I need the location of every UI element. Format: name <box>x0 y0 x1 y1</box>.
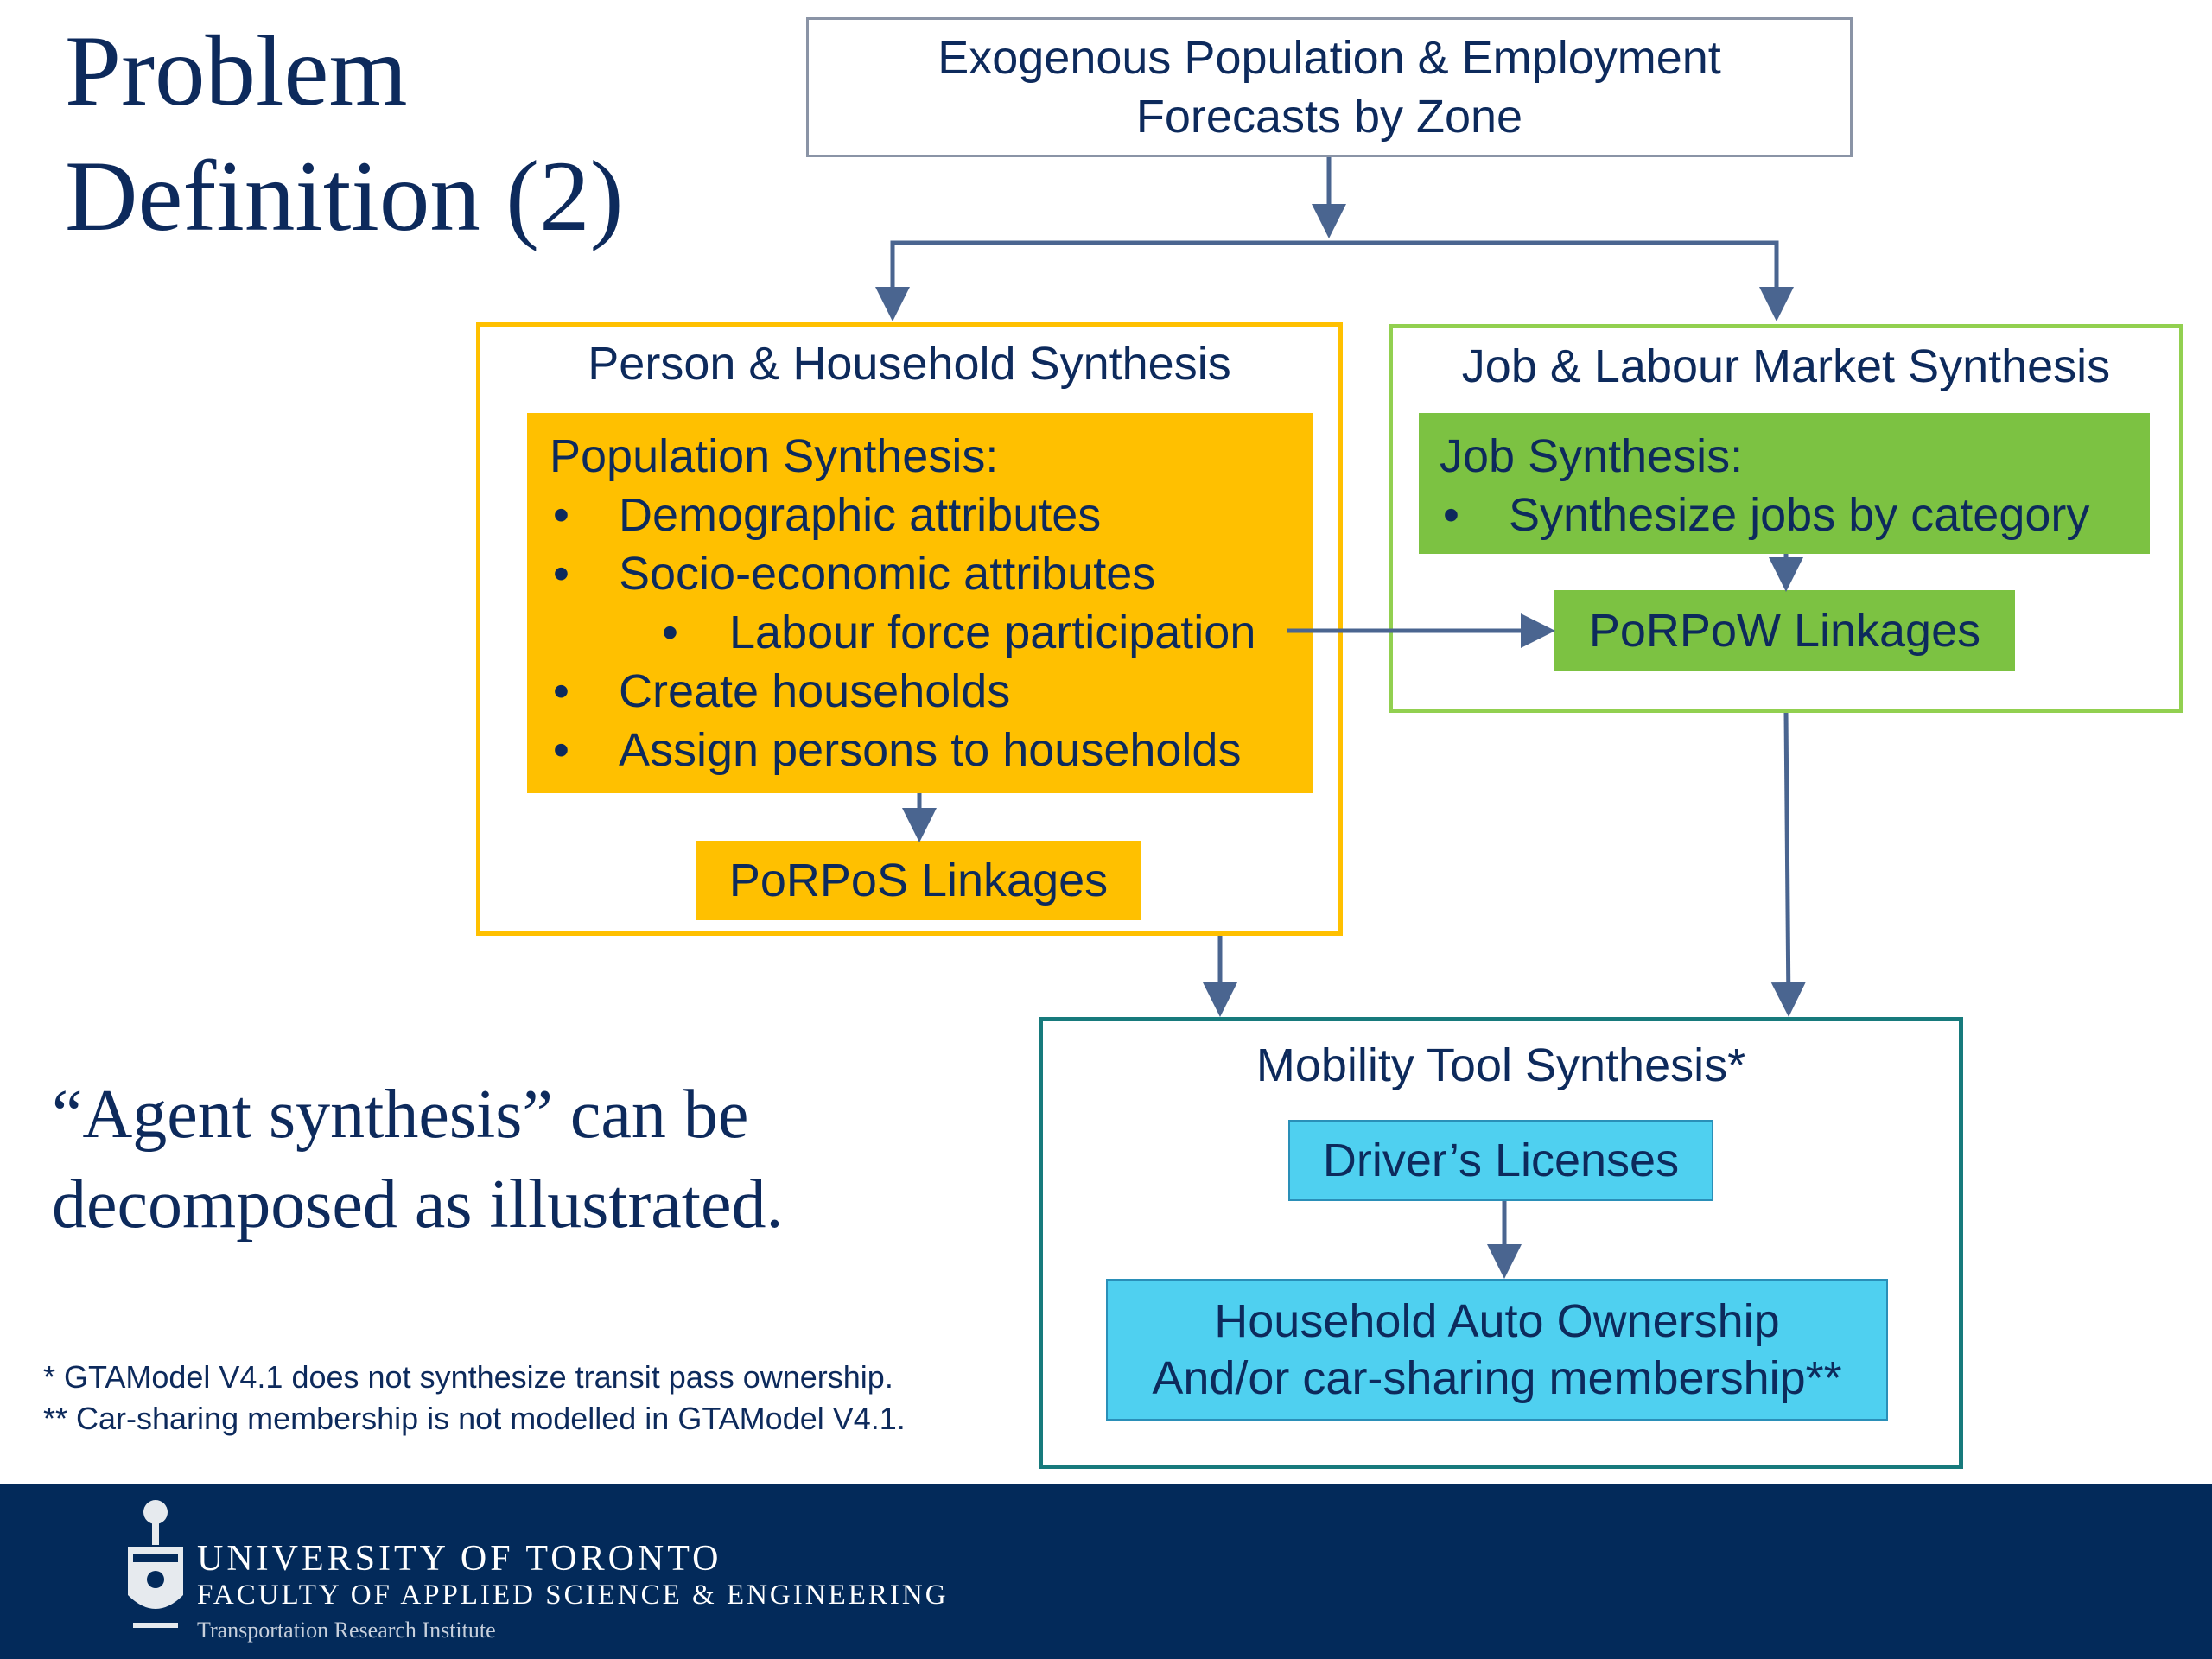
slide-title: Problem Definition (2) <box>65 9 773 259</box>
forecast-box: Exogenous Population & Employment Foreca… <box>806 17 1853 157</box>
bullet: • <box>553 489 569 541</box>
bullet: • <box>553 665 569 717</box>
footnote-1: * GTAModel V4.1 does not synthesize tran… <box>43 1359 893 1395</box>
list-item-text: Assign persons to households <box>619 724 1242 776</box>
footer-institute-name: Transportation Research Institute <box>197 1618 496 1643</box>
university-crest-icon <box>128 1500 183 1628</box>
population-synthesis-box: Population Synthesis: • Demographic attr… <box>527 413 1313 793</box>
arrow-job-mobility <box>1770 712 1806 1017</box>
forecast-line2: Forecasts by Zone <box>1135 91 1523 143</box>
agent-note-line2: decomposed as illustrated. <box>52 1166 784 1243</box>
forecast-line1: Exogenous Population & Employment <box>938 32 1721 84</box>
bullet: • <box>662 607 678 658</box>
footer-faculty-name: FACULTY OF APPLIED SCIENCE & ENGINEERING <box>197 1580 949 1611</box>
list-item: • Demographic attributes <box>550 486 1313 544</box>
agent-synthesis-note: “Agent synthesis” can be decomposed as i… <box>52 1070 1020 1249</box>
job-synthesis-heading: Job Synthesis: <box>1440 430 1744 482</box>
list-item-text: Labour force participation <box>729 607 1256 658</box>
porpow-linkages-box: PoRPoW Linkages <box>1554 590 2015 671</box>
mobility-tool-title: Mobility Tool Synthesis* <box>1255 1039 1746 1091</box>
bullet: • <box>553 724 569 776</box>
auto-ownership-box: Household Auto Ownership And/or car-shar… <box>1106 1279 1888 1421</box>
list-item-text: Demographic attributes <box>619 489 1102 541</box>
list-item: • Socio-economic attributes <box>550 544 1313 603</box>
job-labour-title: Job & Labour Market Synthesis <box>1461 340 2111 392</box>
population-synthesis-heading: Population Synthesis: <box>550 430 999 482</box>
porpos-linkages-box: PoRPoS Linkages <box>696 841 1141 920</box>
list-item: • Synthesize jobs by category <box>1440 486 2150 544</box>
list-item: • Assign persons to households <box>550 721 1313 779</box>
footer-bar <box>0 1484 2212 1659</box>
auto-ownership-line2: And/or car-sharing membership** <box>1152 1352 1842 1404</box>
list-item-text: Socio-economic attributes <box>619 548 1156 600</box>
list-item-text: Synthesize jobs by category <box>1509 489 2090 541</box>
list-item: • Create households <box>550 662 1313 721</box>
bullet: • <box>1443 489 1459 541</box>
footer-university-name: UNIVERSITY OF TORONTO <box>197 1539 722 1579</box>
bullet: • <box>553 548 569 600</box>
auto-ownership-line1: Household Auto Ownership <box>1214 1295 1780 1347</box>
agent-note-line1: “Agent synthesis” can be <box>52 1077 749 1153</box>
footnotes: * GTAModel V4.1 does not synthesize tran… <box>43 1357 1037 1440</box>
slide-title-line2: Definition (2) <box>65 141 624 252</box>
slide-title-line1: Problem <box>65 16 408 127</box>
list-item-sub: • Labour force participation <box>550 603 1313 662</box>
drivers-licenses-box: Driver’s Licenses <box>1288 1120 1713 1201</box>
person-household-title: Person & Household Synthesis <box>588 338 1231 390</box>
job-synthesis-box: Job Synthesis: • Synthesize jobs by cate… <box>1419 413 2150 554</box>
connector-split <box>890 240 1794 321</box>
footnote-2: ** Car-sharing membership is not modelle… <box>43 1401 906 1436</box>
list-item-text: Create households <box>619 665 1011 717</box>
